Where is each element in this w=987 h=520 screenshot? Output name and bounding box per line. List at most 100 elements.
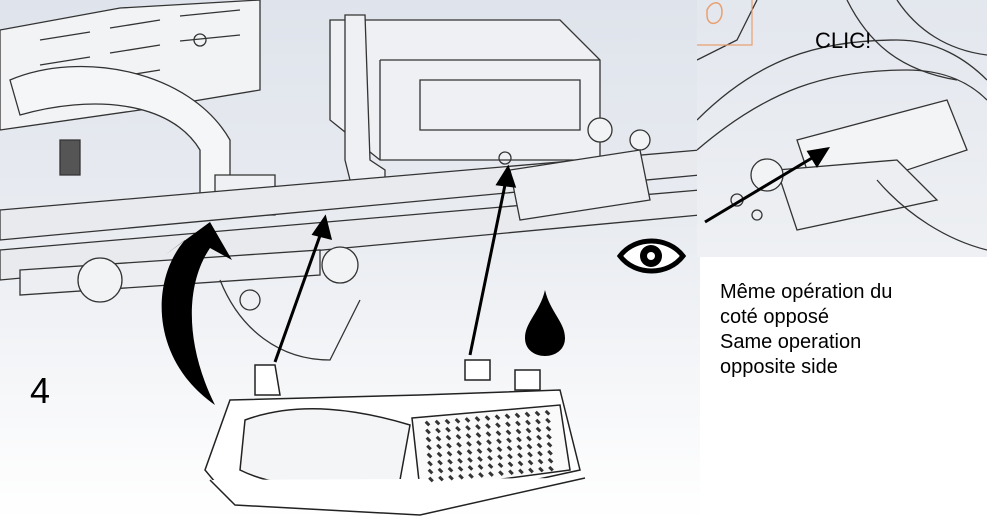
perforation-hole [505, 421, 511, 428]
perforation-hole [466, 441, 472, 447]
perforation-hole [535, 426, 542, 433]
perforation-hole [515, 420, 521, 427]
perforation-hole [496, 438, 502, 445]
perforation-hole [476, 440, 482, 446]
perforation-hole [548, 465, 554, 472]
perforation-hole [467, 457, 473, 463]
perforation-hole [547, 449, 553, 456]
arrow-to-left-hook [273, 229, 324, 363]
perforation-hole [438, 475, 444, 482]
inset-label: CLIC! [815, 28, 872, 53]
perforation-hole [517, 452, 523, 459]
perforation-hole [497, 462, 504, 469]
perforation-hole [487, 463, 494, 469]
perforation-hole [426, 444, 432, 451]
perforation-hole [495, 430, 502, 437]
caption-line: coté opposé [720, 306, 829, 328]
perforation-hole [494, 414, 501, 421]
perforation-hole [428, 476, 434, 483]
step-number: 4 [30, 370, 51, 411]
perforation-hole [475, 432, 482, 438]
inset-arrow [704, 146, 831, 224]
perforation-hole [526, 435, 532, 442]
perforation-hole [467, 465, 474, 471]
perforation-hole [446, 450, 453, 457]
perforation-hole [545, 417, 551, 424]
perforation-hole [534, 410, 541, 417]
perforation-hole [435, 427, 441, 434]
perforation-hole [478, 472, 484, 478]
perforation-hole [518, 468, 524, 475]
perforation-hole [485, 423, 491, 429]
perforation-hole [455, 425, 461, 432]
perforation-hole [525, 419, 531, 426]
perforation-hole [487, 455, 493, 461]
perforation-hole [537, 458, 544, 465]
inset-detail [697, 0, 987, 257]
tray-perforations [424, 409, 554, 483]
inset-drawing [697, 0, 987, 251]
perforation-hole [506, 445, 513, 452]
caption-line: Même opération du [720, 281, 893, 303]
perforation-hole [517, 460, 524, 467]
perforation-hole [436, 443, 442, 450]
perforation-hole [425, 428, 431, 435]
curved-arrow [161, 222, 232, 405]
perforation-hole [437, 459, 443, 466]
arrow-head-right [495, 164, 517, 188]
perforation-hole [474, 416, 481, 422]
arrow-head-left [311, 214, 333, 241]
perforation-hole [516, 436, 522, 443]
perforation-hole [507, 461, 514, 468]
perforation-hole [477, 464, 484, 470]
main-illustration [0, 0, 700, 520]
perforation-hole [514, 412, 521, 419]
perforation-hole [454, 417, 461, 424]
perforation-hole [464, 417, 471, 423]
perforation-hole [426, 452, 433, 459]
perforation-hole [427, 468, 434, 475]
perforation-hole [505, 429, 512, 436]
perforation-hole [457, 465, 464, 472]
perforation-hole [486, 447, 493, 453]
perforation-hole [447, 458, 453, 465]
perforation-hole [435, 435, 442, 442]
orange-marker-clip [706, 2, 723, 24]
perforation-hole [538, 466, 544, 473]
perforation-hole [468, 473, 474, 479]
perforation-hole [506, 437, 512, 444]
perforation-hole [524, 411, 531, 418]
perforation-hole [497, 454, 503, 461]
perforation-hole [455, 433, 462, 440]
perforation-hole [508, 469, 514, 476]
perforation-hole [444, 418, 451, 425]
perforation-hole [484, 415, 491, 421]
perforation-hole [527, 451, 533, 458]
perforation-hole [536, 434, 542, 441]
perforation-hole [504, 413, 511, 420]
perforation-hole [465, 433, 472, 439]
eye-icon [616, 238, 687, 274]
perforation-hole [498, 470, 504, 477]
perforation-hole [425, 436, 432, 443]
perforation-hole [528, 467, 534, 474]
perforation-hole [465, 425, 471, 431]
perforation-hole [544, 409, 551, 416]
caption: Même opération du coté opposé Same opera… [720, 280, 980, 380]
water-drop-icon [525, 290, 565, 356]
perforation-hole [476, 448, 483, 454]
perforation-hole [525, 427, 532, 434]
perforation-hole [448, 474, 454, 481]
perforation-hole [486, 439, 492, 445]
caption-line: Same operation [720, 331, 862, 353]
perforation-hole [488, 471, 494, 477]
perforation-hole [458, 473, 464, 480]
perforation-hole [445, 434, 452, 441]
straight-arrows [273, 164, 517, 363]
perforation-hole [437, 467, 444, 474]
perforation-hole [477, 456, 483, 462]
perforation-hole [515, 428, 522, 435]
perforation-hole [456, 449, 463, 456]
perforation-hole [424, 420, 431, 427]
perforation-hole [536, 442, 543, 449]
